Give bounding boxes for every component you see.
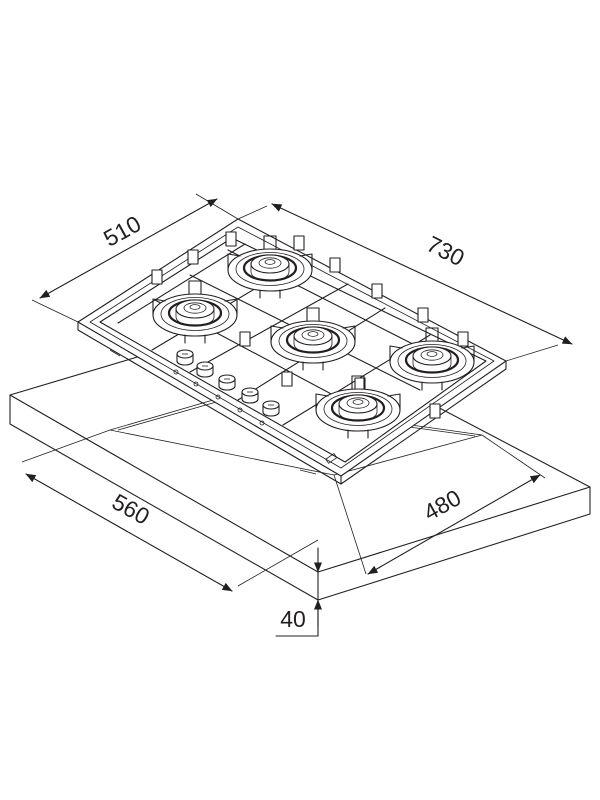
knob-4 — [241, 387, 259, 404]
dimension-560: 560 — [21, 429, 319, 592]
brand-badge — [325, 453, 338, 464]
label-480: 480 — [419, 484, 465, 525]
label-730: 730 — [423, 231, 469, 272]
label-40: 40 — [280, 606, 306, 632]
knob-5 — [262, 400, 280, 417]
label-560: 560 — [108, 488, 154, 529]
knob-3 — [218, 374, 236, 391]
control-knobs — [173, 349, 280, 426]
dimension-40: 40 — [275, 547, 322, 637]
knob-2 — [196, 361, 214, 378]
label-510: 510 — [99, 210, 145, 251]
knob-1 — [176, 349, 194, 366]
